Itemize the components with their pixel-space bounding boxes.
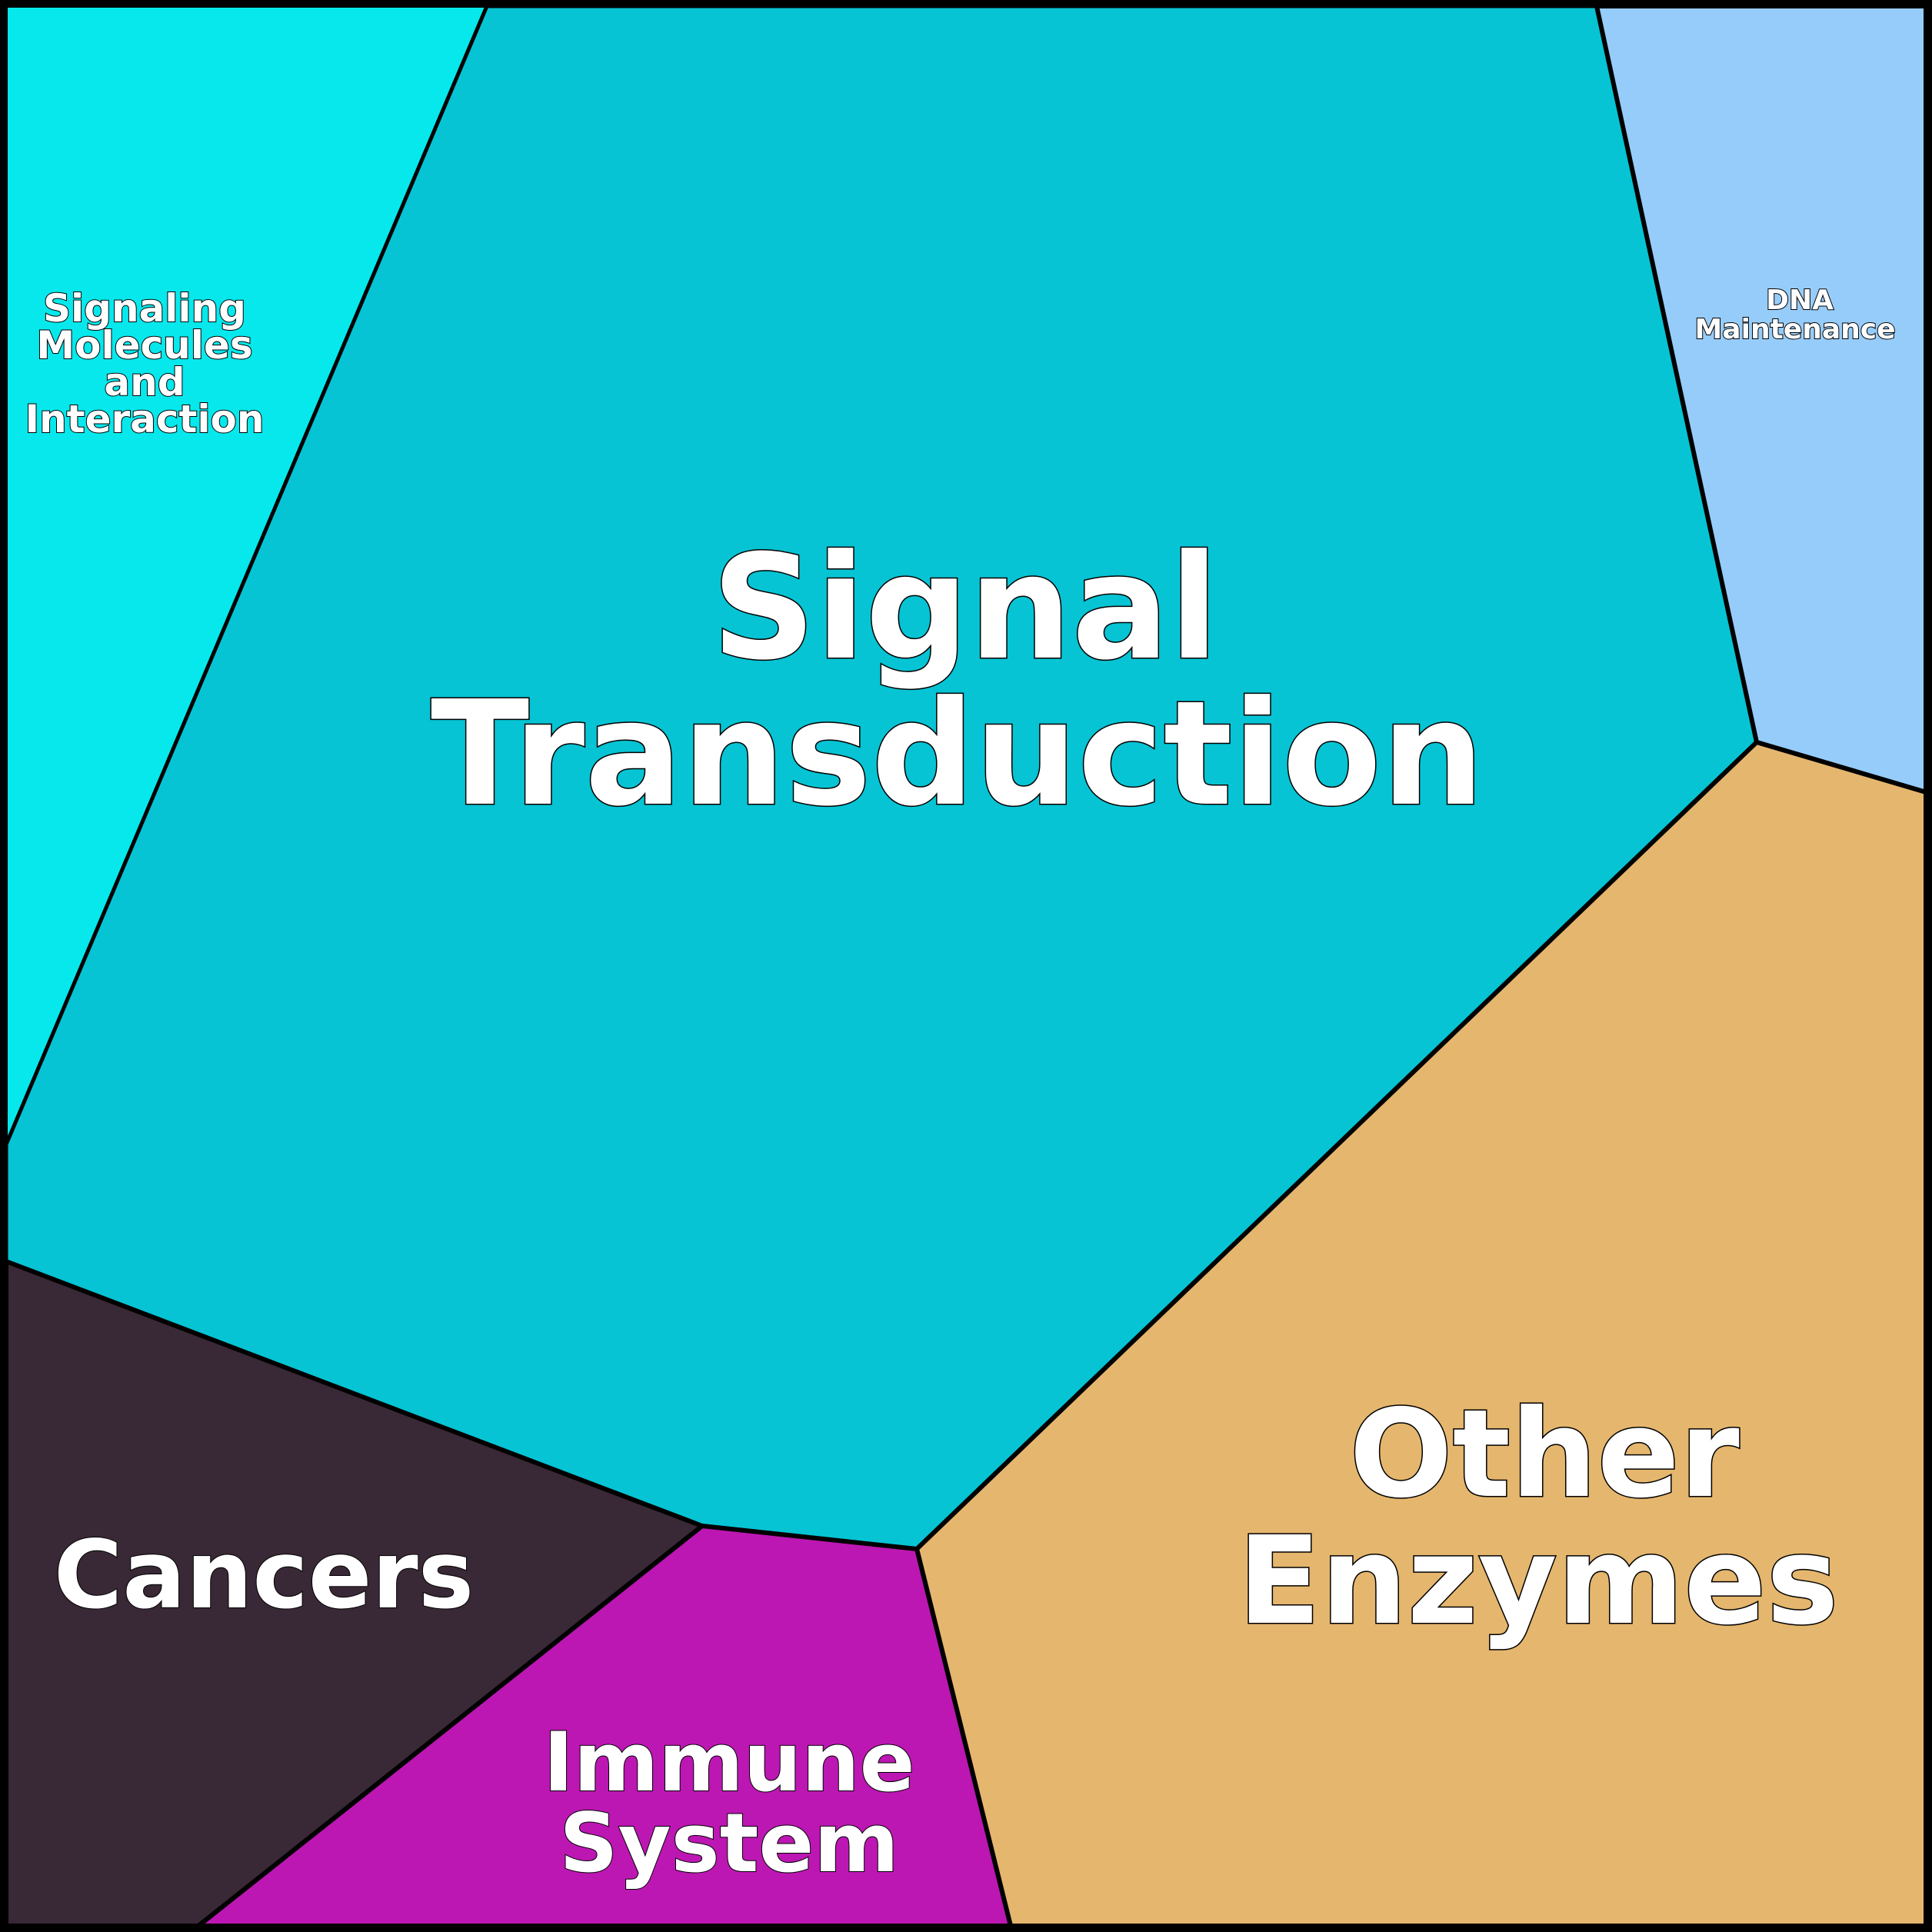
label-line: Maintenance (1694, 314, 1895, 345)
label-line: System (559, 1796, 899, 1890)
label-line: and (104, 360, 185, 405)
label-other-enzymes: Other Enzymes (1237, 1383, 1840, 1654)
label-line: Signal (711, 524, 1219, 692)
label-signaling-molecules: Signaling Molecules and Interaction (24, 285, 265, 442)
label-line: Other (1349, 1384, 1739, 1525)
label-line: Molecules (36, 323, 252, 368)
label-cancers: Cancers (53, 1520, 475, 1631)
label-immune-system: Immune System (542, 1714, 915, 1891)
label-line: Enzymes (1237, 1511, 1838, 1652)
label-line: Cancers (54, 1521, 475, 1630)
label-dna-maintenance: DNA Maintenance (1694, 284, 1896, 346)
label-line: Interaction (25, 397, 264, 441)
label-line: Transduction (431, 670, 1484, 838)
label-line: DNA (1766, 285, 1834, 316)
label-line: Signaling (43, 286, 246, 331)
label-line: Immune (543, 1715, 914, 1810)
label-signal-transduction: Signal Transduction (429, 523, 1485, 840)
